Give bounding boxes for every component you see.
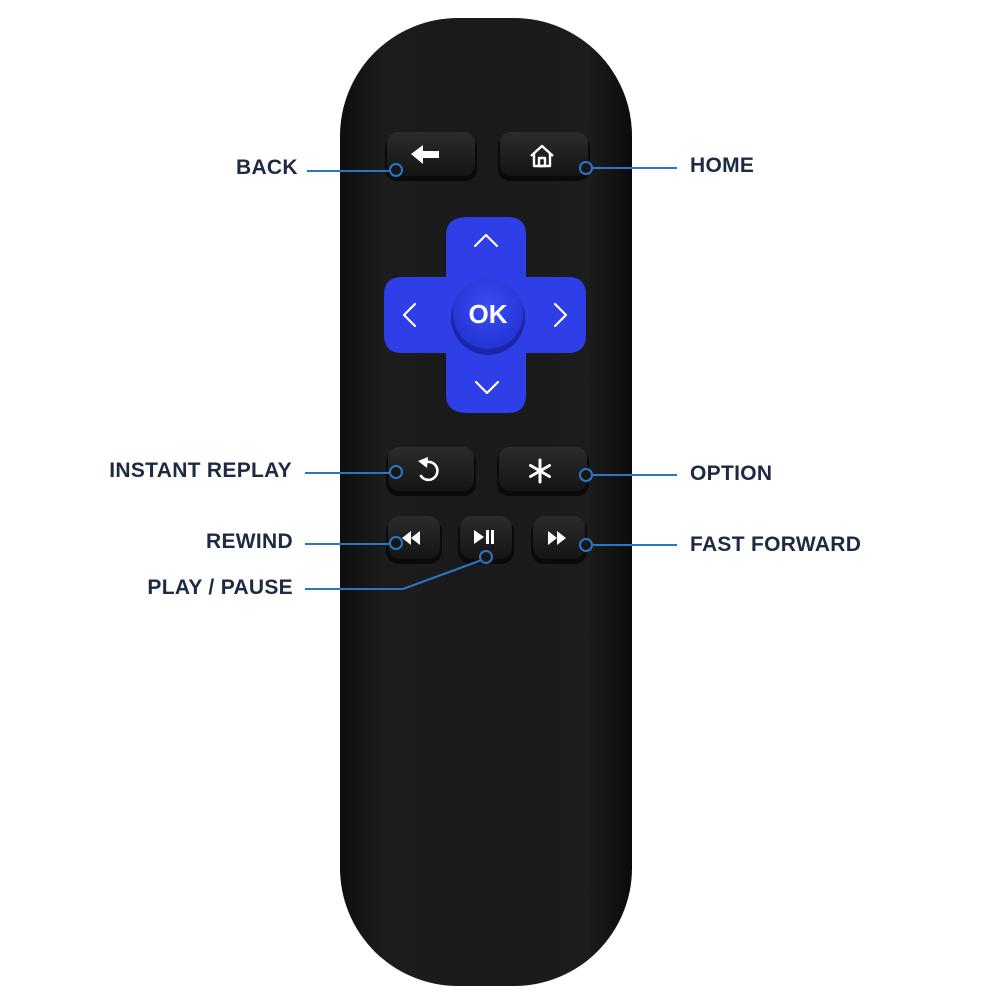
label-back: BACK bbox=[236, 156, 298, 179]
home-button[interactable] bbox=[498, 132, 590, 181]
label-home: HOME bbox=[690, 154, 755, 177]
asterisk-icon bbox=[529, 458, 551, 484]
label-fast-forward: FAST FORWARD bbox=[690, 533, 862, 556]
ok-button[interactable]: OK bbox=[451, 279, 525, 355]
fast-forward-icon bbox=[548, 531, 566, 545]
callout-option bbox=[579, 468, 677, 482]
ok-label: OK bbox=[469, 299, 508, 329]
replay-icon bbox=[418, 457, 439, 482]
dpad: OK bbox=[384, 217, 586, 413]
label-option: OPTION bbox=[690, 462, 773, 485]
callout-play-pause bbox=[305, 550, 493, 590]
back-button[interactable] bbox=[385, 132, 477, 181]
remote-body bbox=[340, 18, 632, 986]
rewind-icon bbox=[402, 531, 420, 545]
play-pause-button[interactable] bbox=[458, 516, 514, 564]
instant-replay-button[interactable] bbox=[386, 447, 476, 496]
label-play-pause: PLAY / PAUSE bbox=[147, 576, 293, 599]
back-arrow-icon bbox=[411, 145, 439, 164]
label-instant-replay: INSTANT REPLAY bbox=[109, 459, 292, 482]
callout-rewind bbox=[305, 536, 403, 550]
chevron-right-icon bbox=[553, 302, 568, 328]
chevron-up-icon bbox=[473, 233, 499, 248]
play-pause-icon bbox=[474, 530, 494, 544]
dpad-down-button[interactable] bbox=[450, 355, 522, 410]
callout-back bbox=[307, 163, 403, 177]
chevron-left-icon bbox=[402, 302, 417, 328]
callout-home bbox=[579, 161, 677, 175]
dpad-up-button[interactable] bbox=[450, 220, 522, 275]
dpad-right-button[interactable] bbox=[528, 280, 583, 350]
callout-fast-forward bbox=[579, 538, 677, 552]
callout-instant-replay bbox=[305, 465, 403, 479]
label-rewind: REWIND bbox=[206, 530, 293, 553]
fast-forward-button[interactable] bbox=[531, 516, 587, 564]
home-icon bbox=[530, 144, 554, 168]
rewind-button[interactable] bbox=[386, 516, 442, 564]
callout-lines bbox=[305, 161, 677, 590]
dpad-left-button[interactable] bbox=[387, 280, 445, 350]
chevron-down-icon bbox=[474, 380, 500, 395]
option-button[interactable] bbox=[497, 447, 589, 496]
